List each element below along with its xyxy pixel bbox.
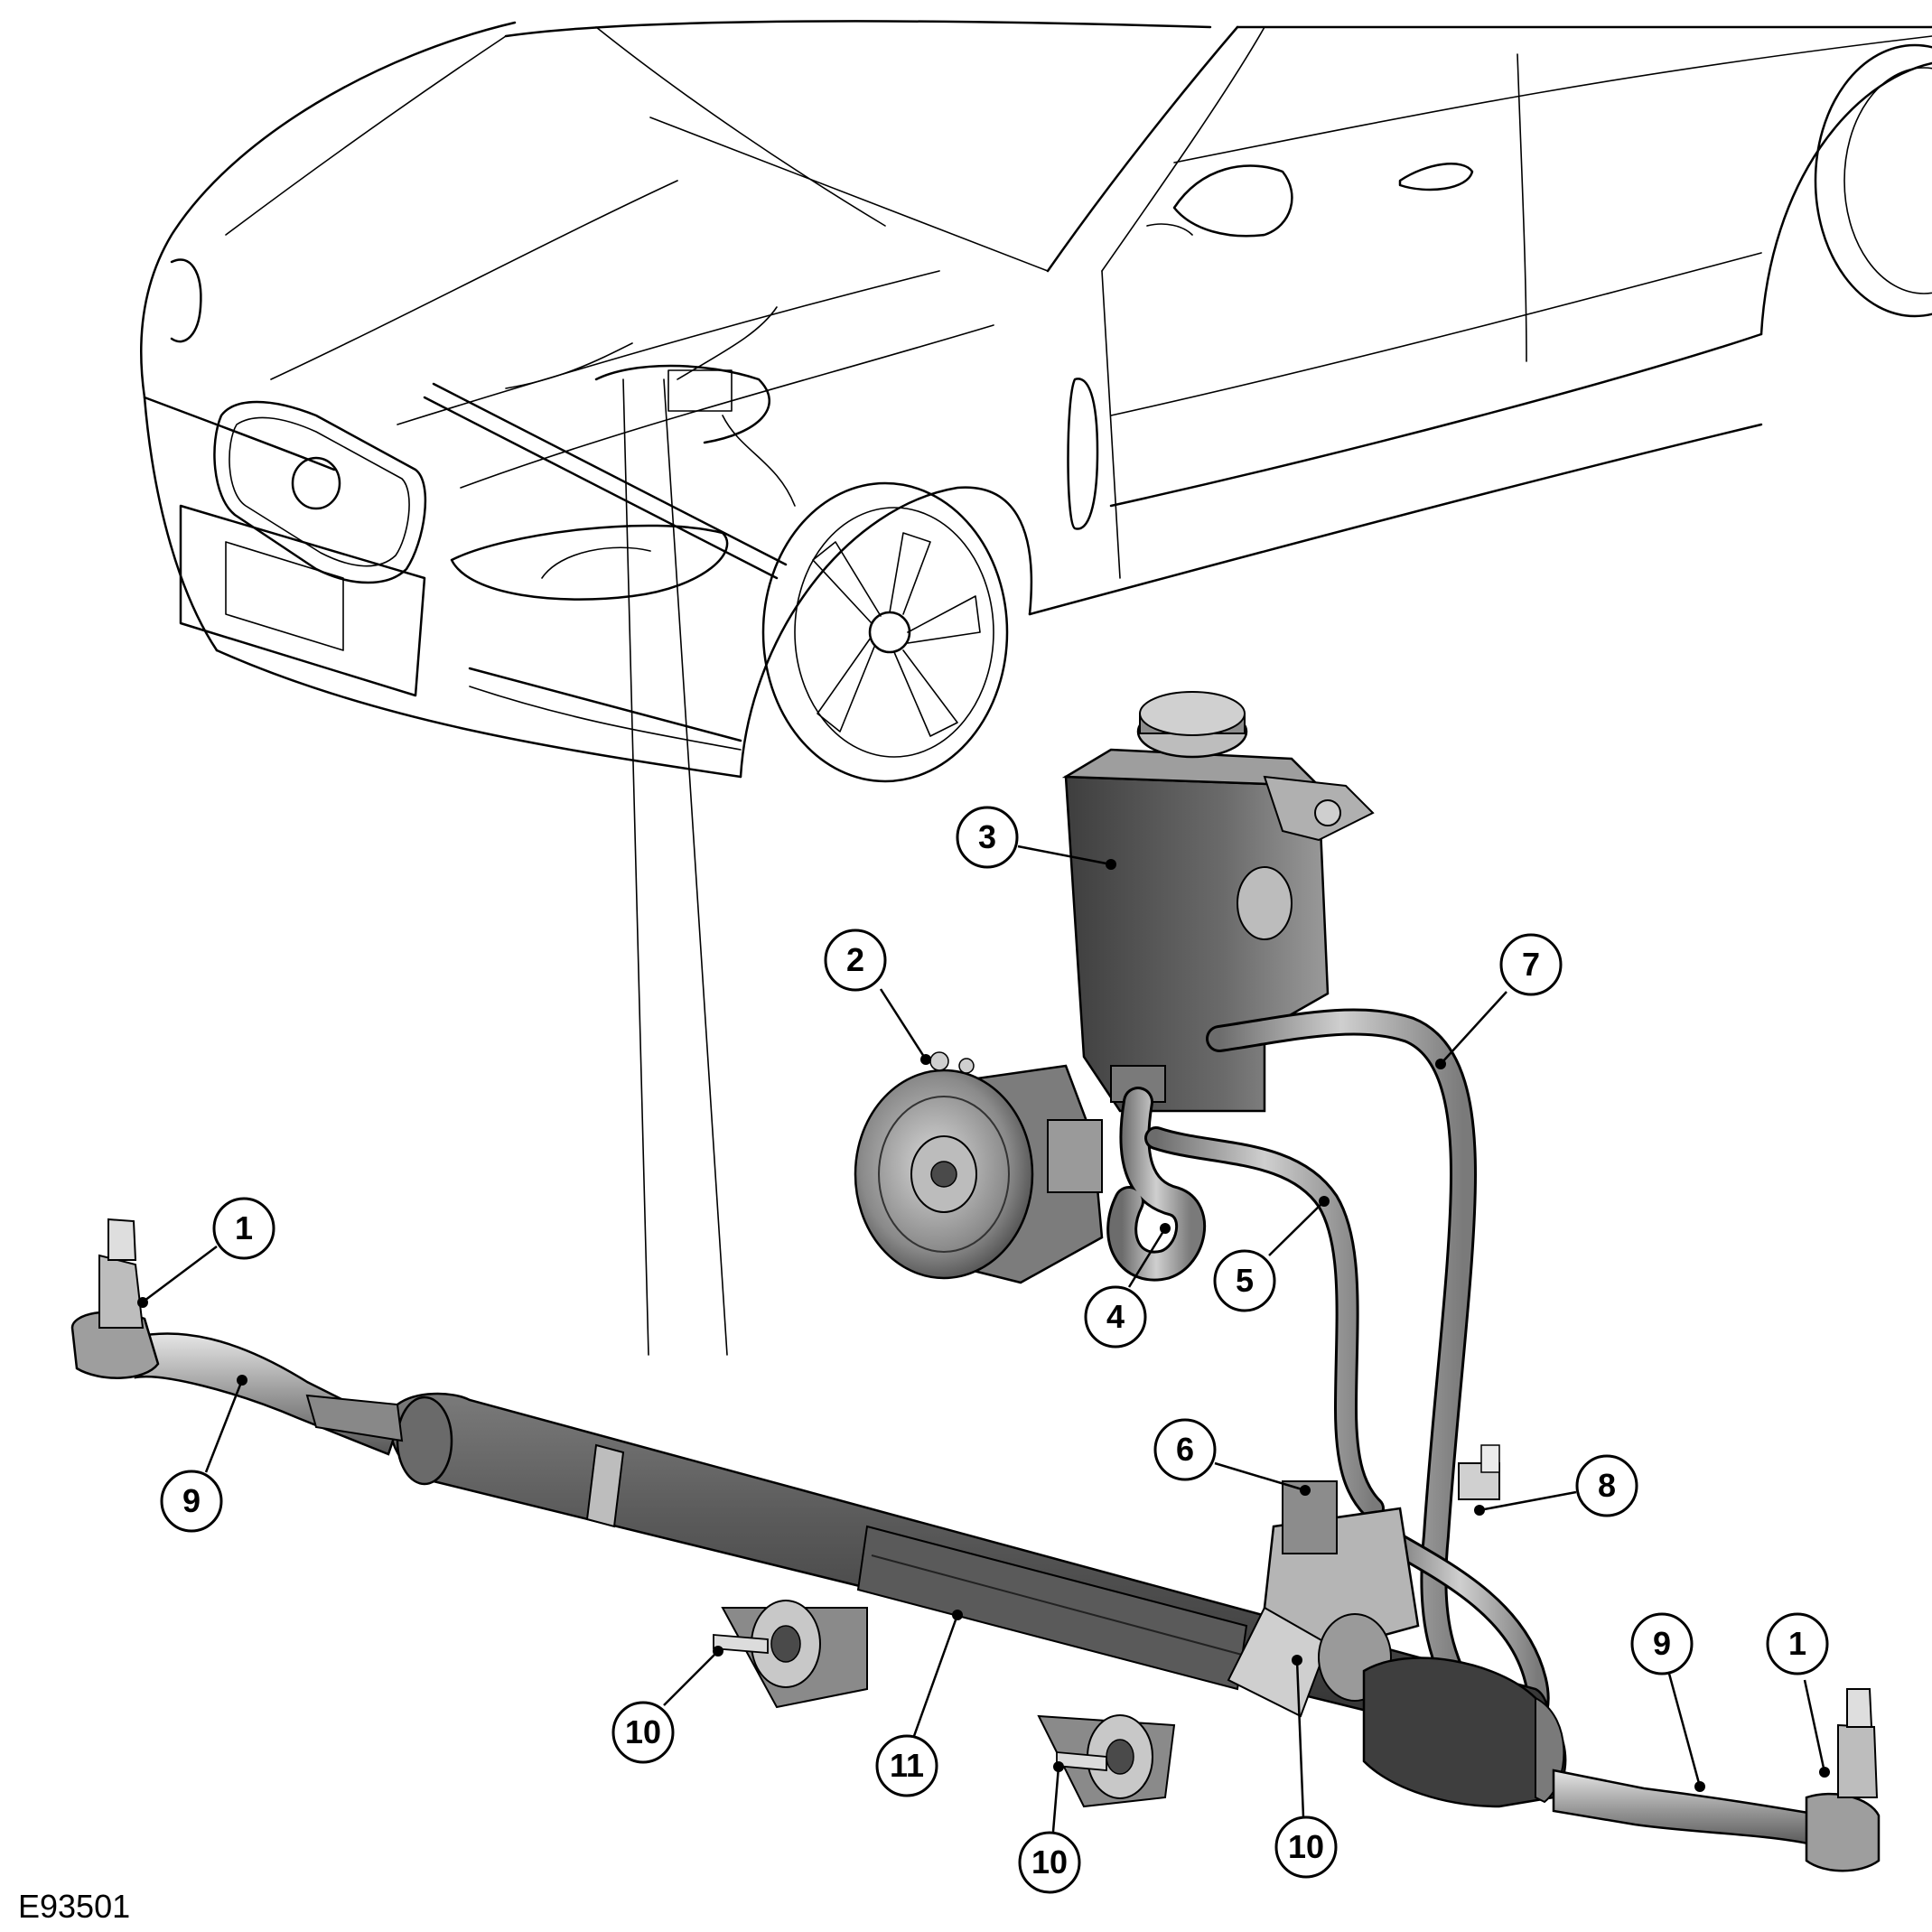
inset-pointer-lines	[622, 378, 728, 1356]
track-rods	[70, 1218, 1881, 1872]
callout-label: 3	[978, 818, 996, 855]
steering-rack-assembly	[388, 1392, 1567, 1808]
callout-3: 3	[956, 806, 1116, 870]
callout-label: 4	[1106, 1298, 1125, 1335]
callout-10-a: 10	[611, 1646, 723, 1764]
callout-label: 7	[1522, 946, 1540, 983]
callout-label: 10	[1288, 1828, 1324, 1865]
callout-8: 8	[1474, 1454, 1638, 1517]
callout-10-b: 10	[1018, 1761, 1081, 1894]
callout-label: 8	[1598, 1467, 1616, 1504]
callout-label: 10	[625, 1713, 661, 1750]
callout-5: 5	[1213, 1196, 1330, 1312]
callout-11: 11	[875, 1610, 963, 1797]
callout-label: 6	[1176, 1431, 1194, 1468]
callout-9-left: 9	[160, 1375, 247, 1533]
vehicle-outline	[140, 20, 1932, 783]
callout-6: 6	[1153, 1418, 1311, 1496]
callout-10-c: 10	[1274, 1655, 1338, 1879]
callout-label: 2	[846, 941, 864, 978]
callout-4: 4	[1084, 1223, 1171, 1349]
callout-9-right: 9	[1630, 1612, 1705, 1792]
callout-1-left: 1	[137, 1197, 275, 1308]
callout-label: 11	[890, 1747, 924, 1784]
callout-label: 10	[1031, 1843, 1068, 1881]
callout-label: 1	[235, 1209, 253, 1246]
callout-2: 2	[824, 929, 931, 1065]
figure-reference-code: E93501	[18, 1888, 131, 1925]
power-steering-pump	[854, 1051, 1104, 1284]
callout-1-right: 1	[1766, 1612, 1830, 1778]
callout-label: 9	[1653, 1625, 1671, 1662]
callout-label: 1	[1788, 1625, 1806, 1662]
callout-label: 5	[1236, 1262, 1254, 1299]
callout-label: 9	[182, 1482, 201, 1519]
callout-7: 7	[1435, 933, 1563, 1069]
